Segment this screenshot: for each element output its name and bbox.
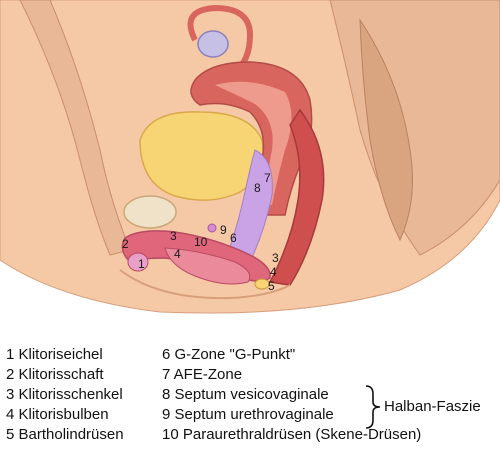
callout-6: 6 <box>230 231 237 245</box>
clitoris-bulb <box>164 247 251 285</box>
legend-right-column: 6 G-Zone "G-Punkt" 7 AFE-Zone 8 Septum v… <box>162 345 421 445</box>
vulva-outline <box>119 269 291 300</box>
anatomy-diagram: 1 2 3 3 4 4 5 6 7 8 9 10 <box>0 0 500 314</box>
legend-item-8: 8 Septum vesicovaginale <box>162 386 329 403</box>
legend-item-7: 7 AFE-Zone <box>162 366 243 383</box>
legend-item-6: 6 G-Zone "G-Punkt" <box>162 346 296 363</box>
rectum <box>268 108 325 286</box>
legend-item-2: 2 Klitorisschaft <box>6 366 104 383</box>
callout-3-left: 3 <box>170 229 177 243</box>
bladder <box>139 111 264 201</box>
legend-item-9: 9 Septum urethrovaginale <box>162 406 334 423</box>
clitoris-glans <box>127 252 149 272</box>
legend-item-10: 10 Paraurethraldrüsen (Skene-Drüsen) <box>162 426 422 443</box>
legend-item-3: 3 Klitorisschenkel <box>6 386 123 403</box>
callout-5: 5 <box>268 279 275 293</box>
callout-10: 10 <box>194 235 208 249</box>
callout-9: 9 <box>220 223 227 237</box>
pubic-bone <box>123 195 177 229</box>
halban-fascia-label: Halban-Faszie <box>384 398 481 415</box>
callout-7: 7 <box>264 171 271 185</box>
ovary <box>197 30 229 58</box>
callout-4-left: 4 <box>174 247 181 261</box>
callout-1: 1 <box>138 257 145 271</box>
callout-8: 8 <box>254 181 261 195</box>
legend-item-4: 4 Klitorisbulben <box>6 406 109 423</box>
callout-4-right: 4 <box>270 265 277 279</box>
legend-item-1: 1 Klitoriseichel <box>6 346 103 363</box>
uterine-cavity <box>215 81 292 205</box>
legend-left-column: 1 Klitoriseichel 2 Klitorisschaft 3 Klit… <box>6 345 124 445</box>
callout-2: 2 <box>122 237 129 251</box>
bartholin-gland <box>254 278 270 290</box>
callout-3-right: 3 <box>272 251 279 265</box>
skene-gland <box>207 223 217 233</box>
legend-item-5: 5 Bartholindrüsen <box>6 426 124 443</box>
sacrum <box>359 18 413 242</box>
fallopian-tube <box>187 4 254 75</box>
curly-brace-icon <box>365 385 381 429</box>
